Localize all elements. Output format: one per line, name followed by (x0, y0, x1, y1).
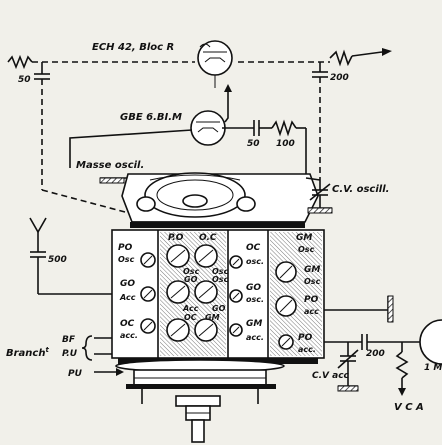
label-mid-oc: OC (246, 243, 261, 253)
gbe-left-wires (69, 129, 193, 168)
antenna (29, 217, 112, 295)
label-left-acc2: acc. (120, 331, 138, 340)
label-center-8: GM (205, 313, 220, 322)
gbe-tube (190, 84, 232, 146)
label-cap-200-bottom: 200 (366, 349, 385, 359)
label-cv-acc: C.V acc (312, 371, 350, 381)
label-mid-acc: acc. (246, 333, 264, 342)
label-right-po2: PO (298, 333, 313, 343)
label-center-1: Osc (183, 267, 200, 276)
label-cap-200-top: 200 (330, 73, 349, 83)
variable-capacitor-unit (121, 172, 319, 228)
label-mid-osc2: osc. (246, 295, 264, 304)
left-column-trimmers (140, 252, 156, 334)
label-mid-gm: GM (246, 319, 262, 329)
label-masse-oscil: Masse oscil. (76, 160, 144, 171)
label-cap-500: 500 (48, 255, 67, 265)
label-right-osc2: Osc (304, 277, 321, 286)
label-center-5: Acc (182, 304, 199, 313)
label-res-100: 100 (276, 139, 295, 149)
label-center-2: Osc (212, 267, 229, 276)
label-cap-50-mid: 50 (247, 139, 260, 149)
label-center-3: GO (184, 275, 198, 284)
label-cv-oscill: C.V. oscill. (332, 184, 389, 195)
label-center-oc: O.C (199, 233, 217, 243)
label-ech42: ECH 42, Bloc R (92, 42, 174, 53)
label-center-7: OC (184, 313, 197, 322)
cv-oscill (305, 177, 333, 214)
label-mid-go: GO (246, 283, 261, 293)
label-right-osc: Osc (298, 245, 315, 254)
label-left-acc: Acc (119, 293, 136, 302)
label-cap-50-left: 50 (18, 75, 31, 85)
cap-50-left (34, 62, 126, 213)
label-center-4: Osc (212, 275, 229, 284)
right-column-trimmers (275, 261, 297, 350)
label-left-osc: Osc (118, 255, 135, 264)
label-center-po: P.O (168, 233, 184, 243)
ech42-tube (197, 40, 233, 88)
bottom-output (324, 319, 442, 396)
mid-column-trimmers (229, 255, 243, 337)
branch-pu-wiring (81, 335, 124, 376)
switch-drum-mechanism (115, 358, 318, 443)
label-right-gm2: GM (304, 265, 320, 275)
label-edge-1m: 1 M (424, 363, 442, 373)
label-vca: V C A (394, 402, 424, 413)
label-right-acc: acc (304, 307, 319, 316)
right-ground (324, 295, 394, 323)
label-left-oc: OC (120, 319, 135, 329)
cap-200-top (312, 62, 328, 180)
top-dashed-line (7, 48, 392, 70)
label-pu: P.U (62, 349, 78, 359)
label-pu2: PU (68, 369, 83, 379)
label-left-go: GO (120, 279, 135, 289)
gbe-output-chain (222, 119, 307, 178)
label-right-po: PO (304, 295, 319, 305)
label-gbe: GBE 6.BI.M (120, 112, 182, 123)
label-left-po: PO (118, 243, 133, 253)
label-branch: Brancht (6, 346, 49, 359)
label-right-acc2: acc. (298, 345, 316, 354)
label-mid-osc: osc. (246, 257, 264, 266)
label-bf: BF (62, 335, 76, 345)
center-trimmers (166, 244, 218, 342)
label-right-gm: GM (296, 233, 312, 243)
label-center-6: GO (212, 304, 226, 313)
